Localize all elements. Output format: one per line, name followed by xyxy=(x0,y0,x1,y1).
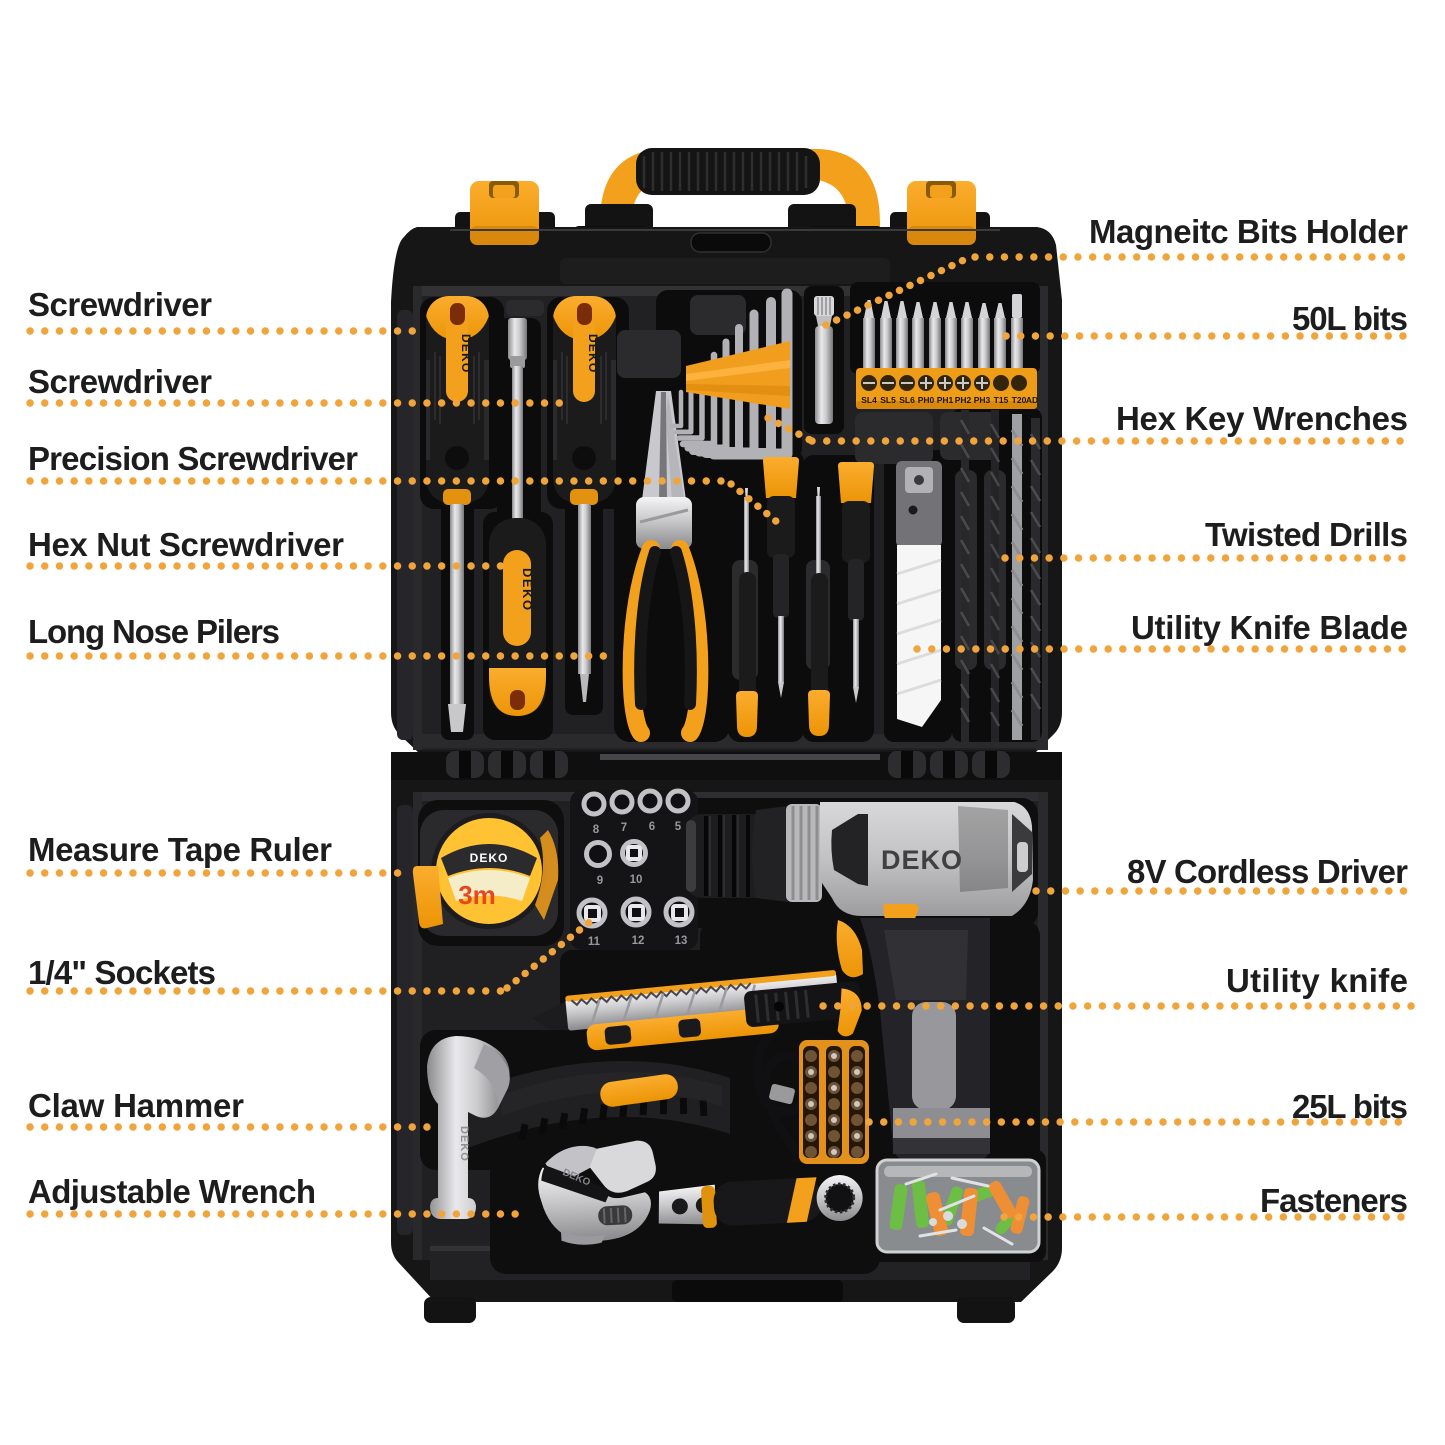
svg-text:6: 6 xyxy=(649,821,655,833)
svg-text:PH0: PH0 xyxy=(918,395,935,405)
svg-text:PH2: PH2 xyxy=(955,395,972,405)
svg-text:SL6: SL6 xyxy=(899,395,915,405)
svg-text:DEKO: DEKO xyxy=(459,334,473,373)
svg-text:1/4" Sockets: 1/4" Sockets xyxy=(28,954,216,991)
svg-text:DEKO: DEKO xyxy=(881,845,963,875)
svg-text:Fasteners: Fasteners xyxy=(1260,1182,1408,1219)
svg-text:7: 7 xyxy=(621,822,627,834)
svg-text:T20: T20 xyxy=(1012,395,1027,405)
svg-text:PH3: PH3 xyxy=(974,395,991,405)
svg-text:Magneitc Bits Holder: Magneitc Bits Holder xyxy=(1089,213,1408,250)
svg-text:AD: AD xyxy=(1026,395,1038,405)
svg-text:Twisted Drills: Twisted Drills xyxy=(1205,516,1408,553)
svg-text:Long Nose Pilers: Long Nose Pilers xyxy=(28,613,280,650)
svg-text:Screwdriver: Screwdriver xyxy=(28,286,212,323)
svg-text:DEKO: DEKO xyxy=(586,334,600,373)
svg-text:SL4: SL4 xyxy=(861,395,877,405)
svg-text:Precision Screwdriver: Precision Screwdriver xyxy=(28,440,358,477)
svg-text:50L bits: 50L bits xyxy=(1292,300,1408,337)
svg-text:10: 10 xyxy=(630,874,643,886)
svg-text:12: 12 xyxy=(632,935,645,947)
svg-text:Utility Knife Blade: Utility Knife Blade xyxy=(1131,609,1408,646)
svg-text:8V Cordless Driver: 8V Cordless Driver xyxy=(1127,853,1408,890)
svg-text:Hex Nut Screwdriver: Hex Nut Screwdriver xyxy=(28,526,344,563)
svg-text:9: 9 xyxy=(597,875,603,887)
svg-text:DEKO: DEKO xyxy=(520,568,535,612)
svg-text:11: 11 xyxy=(588,936,601,948)
svg-text:Utility knife: Utility knife xyxy=(1226,962,1408,999)
svg-text:DEKO: DEKO xyxy=(458,1126,470,1162)
svg-text:25L bits: 25L bits xyxy=(1292,1088,1408,1125)
svg-text:DEKO: DEKO xyxy=(470,851,509,865)
svg-text:T15: T15 xyxy=(994,395,1009,405)
svg-text:Claw Hammer: Claw Hammer xyxy=(28,1087,244,1124)
svg-text:SL5: SL5 xyxy=(880,395,896,405)
svg-text:13: 13 xyxy=(675,935,688,947)
svg-text:Measure Tape Ruler: Measure Tape Ruler xyxy=(28,831,332,868)
svg-text:Screwdriver: Screwdriver xyxy=(28,363,212,400)
svg-text:5: 5 xyxy=(675,821,682,833)
svg-text:8: 8 xyxy=(593,824,600,836)
svg-text:3m: 3m xyxy=(458,880,496,910)
svg-text:PH1: PH1 xyxy=(937,395,954,405)
svg-text:Adjustable Wrench: Adjustable Wrench xyxy=(28,1173,316,1210)
svg-text:Hex Key Wrenches: Hex Key Wrenches xyxy=(1116,400,1408,437)
